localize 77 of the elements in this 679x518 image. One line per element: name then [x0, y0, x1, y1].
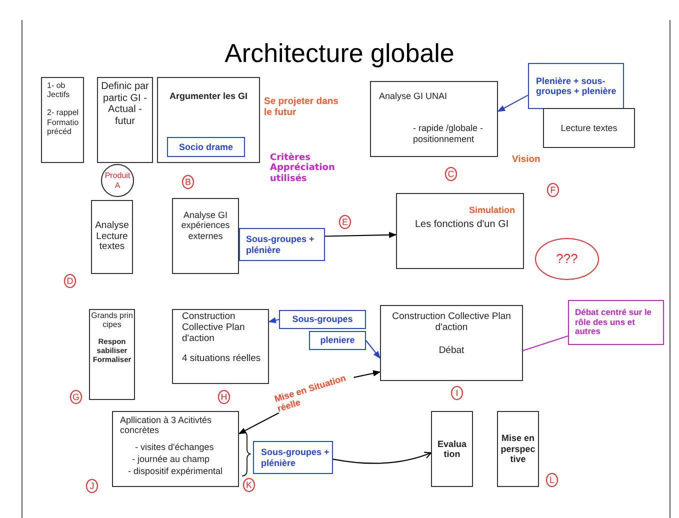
circled-letter: E [339, 215, 351, 229]
process-box [497, 411, 539, 487]
process-box [172, 309, 269, 384]
node-text: - dispositif expérimental [127, 466, 224, 477]
note-box [568, 300, 664, 345]
circle-node [101, 164, 134, 197]
circled-letter: H [218, 390, 230, 404]
process-box [431, 411, 473, 487]
node-text: Mise en perspec tive [500, 433, 536, 465]
node-text: Construction Collective Plan d'action [181, 312, 246, 345]
arrow [268, 317, 280, 324]
node-text: Produit A [104, 171, 132, 190]
node-text: Sous-groupes + plénière [260, 447, 330, 468]
process-box [370, 81, 498, 157]
node-text: Simulation [468, 205, 515, 216]
circled-letter: D [64, 274, 76, 288]
node-text: Débat centré sur le rôle des uns et autres [574, 308, 653, 338]
node-text: Definic par partic GI - Actual - futur [100, 81, 150, 127]
node-text: - journée au champ [131, 454, 211, 464]
arrow [332, 452, 432, 464]
circled-letter: L [546, 473, 558, 487]
arrow [497, 94, 528, 112]
process-box [91, 200, 133, 274]
method-box [309, 331, 366, 350]
annotation-text: Vision [512, 155, 542, 166]
annotation-text: Critères Appréciation utilisés [270, 153, 336, 184]
circled-letter: F [547, 183, 559, 197]
title: Architecture globale [224, 38, 456, 69]
circled-letter: J [86, 479, 98, 493]
node-text: Analyse GI UNAI [378, 91, 448, 102]
process-box [543, 108, 635, 148]
node-text: Apllication à 3 Acitivtés concrètes [119, 415, 213, 436]
circled-letter: B [182, 175, 194, 189]
question-ellipse [535, 238, 599, 280]
node-text: 1- ob Jectifs [46, 81, 71, 100]
method-box [528, 63, 624, 109]
node-text: Evalua tion [436, 438, 468, 460]
process-box [396, 193, 524, 269]
process-box [172, 198, 239, 274]
node-text: - visites d'échanges [134, 442, 215, 452]
node-text: Construction Collective Plan d'action [391, 312, 512, 334]
node-text: 2- rappel Formatio précéd [46, 108, 80, 136]
node-text: Lecture textes [560, 122, 618, 134]
circled-letter: G [70, 390, 82, 404]
node-text: Les fonctions d'un GI [414, 219, 510, 231]
process-box [157, 77, 260, 163]
node-text: Sous-groupes + plénière [245, 234, 316, 255]
process-box [380, 305, 523, 381]
arrow [366, 340, 380, 359]
node-text: pleniere [319, 335, 356, 346]
annotation-text: Se projeter dans le futur [264, 97, 340, 119]
node-text: Plenière + sous-groupes + plenière [535, 76, 618, 96]
node-text: Débat [438, 346, 466, 357]
process-box [41, 77, 84, 163]
node-text: Argumenter les GI [168, 91, 249, 102]
arrow [238, 412, 280, 434]
circled-letter: I [451, 386, 463, 400]
node-text: Grands prin cipes [90, 311, 134, 330]
node-text: Sous-groupes [291, 314, 354, 325]
node-text: 4 situations réelles [181, 354, 262, 365]
node-text: Analyse GI expériences externes [180, 210, 231, 242]
node-text: - rapide /globale - positionnement [412, 123, 484, 144]
node-text: ??? [555, 252, 579, 266]
leader-line [522, 335, 568, 352]
method-box [253, 441, 333, 474]
process-box [97, 77, 153, 163]
circled-letter: C [445, 167, 457, 181]
arrow [324, 232, 397, 238]
method-box [239, 228, 325, 261]
arrow [354, 370, 381, 378]
process-box [89, 309, 135, 400]
process-box [112, 411, 239, 487]
method-box [167, 137, 245, 157]
method-box [279, 310, 366, 329]
node-text: Analyse Lecture textes [94, 220, 130, 254]
node-text: Socio drame [178, 142, 234, 152]
circled-letter: K [243, 478, 255, 492]
